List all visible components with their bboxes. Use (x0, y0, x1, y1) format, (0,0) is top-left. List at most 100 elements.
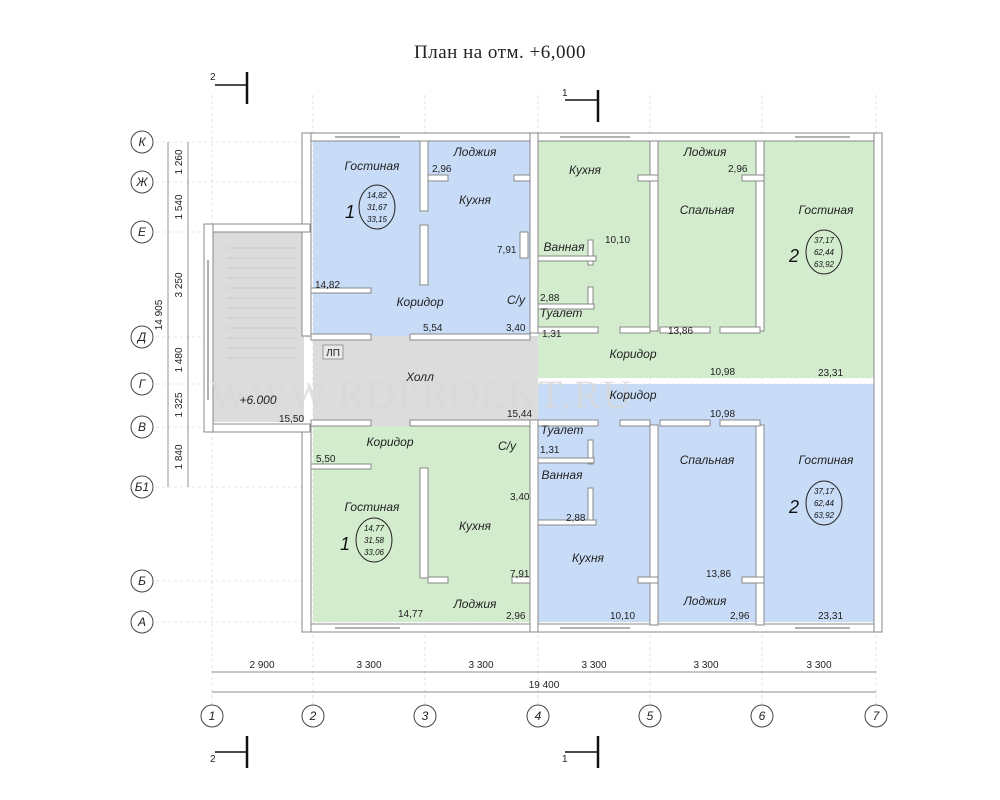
axis-label-d: Д (136, 330, 147, 344)
apt-area-living: 14,82 (367, 191, 388, 200)
hall-fill (313, 336, 538, 426)
label-a1-bot-kitchen: Кухня (459, 519, 492, 533)
axis-label-zh: Ж (135, 175, 148, 189)
left-dimensions: 1 260 1 540 3 250 1 480 1 325 1 840 14 9… (154, 149, 185, 469)
label-a2-bot-kitchen: Кухня (572, 551, 605, 565)
area-a2-top-bedroom: 13,86 (668, 326, 693, 337)
label-a2-top-living: Гостиная (799, 203, 854, 217)
area-a2-top-bath: 2,88 (540, 293, 560, 304)
area-a2-top-loggia: 2,96 (728, 164, 748, 175)
area-a2-bot-bath: 2,88 (566, 513, 586, 524)
apt-number: 2 (788, 497, 799, 517)
apt-area-living: 37,17 (814, 487, 835, 496)
axis-label-e: Е (138, 225, 147, 239)
area-a2-bot-loggia: 2,96 (730, 611, 750, 622)
area-a2-bot-bedroom: 13,86 (706, 569, 731, 580)
apt-area-full: 63,92 (814, 260, 835, 269)
label-a1-bot-wc: С/у (498, 439, 517, 453)
label-a2-top-loggia: Лоджия (683, 145, 727, 159)
dim-left-1: 1 260 (174, 149, 185, 174)
axis-num-3: 3 (422, 709, 429, 723)
dim-left-4: 1 480 (174, 347, 185, 372)
axis-num-7: 7 (873, 709, 881, 723)
label-hall-corridor: Коридор (609, 388, 656, 402)
left-dimension-lines (167, 142, 189, 487)
area-a2-bot-corridor: 10,98 (710, 409, 735, 420)
axis-label-k: К (138, 135, 146, 149)
area-a1-bot-living: 14,77 (398, 609, 423, 620)
apt-number: 1 (340, 534, 350, 554)
dim-bottom-5: 3 300 (693, 660, 718, 671)
label-a2-bot-bath: Ванная (542, 468, 584, 482)
dim-bottom-2: 3 300 (356, 660, 381, 671)
label-a2-top-bedroom: Спальная (680, 203, 735, 217)
area-a1-bot-corridor: 5,50 (316, 454, 336, 465)
area-numbers: 2,96 14,82 5,54 7,91 3,40 2,96 10,10 2,8… (279, 164, 843, 622)
dim-bottom-3: 3 300 (468, 660, 493, 671)
label-a2-bot-bedroom: Спальная (680, 453, 735, 467)
apartment-marker-bot1: 1 14,77 31,58 33,06 (340, 517, 393, 563)
section-mark-top-mid: 1 (562, 88, 568, 99)
lp-box (322, 344, 344, 360)
area-a1-top-corridor: 5,54 (423, 323, 443, 334)
area-a2-bot-living: 23,31 (818, 611, 843, 622)
apt-area-full: 63,92 (814, 511, 835, 520)
label-a1-top-corridor: Коридор (396, 295, 443, 309)
axis-number-labels: 1 2 3 4 5 6 7 (209, 709, 881, 723)
axis-label-a: А (137, 615, 146, 629)
section-marks (215, 72, 600, 768)
label-a2-top-corridor: Коридор (609, 347, 656, 361)
area-a2-top-toilet: 1,31 (542, 329, 562, 340)
axis-letter-bubbles (130, 130, 154, 634)
label-a1-bot-corridor: Коридор (366, 435, 413, 449)
apartment-marker-top2: 2 37,17 62,44 63,92 (788, 229, 843, 275)
label-a1-bot-loggia: Лоджия (453, 597, 497, 611)
dim-left-5: 1 325 (174, 392, 185, 417)
axis-number-bubbles (200, 704, 888, 728)
area-hall: 15,50 (279, 414, 304, 425)
section-mark-top-left: 2 (210, 72, 216, 83)
dim-left-2: 1 540 (174, 194, 185, 219)
area-a2-bot-toilet: 1,31 (540, 445, 560, 456)
area-a1-bot-wc: 3,40 (510, 492, 530, 503)
apartment-marker-bot2: 2 37,17 62,44 63,92 (788, 480, 843, 526)
stair-fill (212, 232, 304, 422)
axis-label-b1: Б1 (135, 480, 149, 494)
label-a2-bot-living: Гостиная (799, 453, 854, 467)
dim-left-total: 14 905 (154, 299, 165, 330)
label-a1-top-kitchen: Кухня (459, 193, 492, 207)
windows (207, 136, 850, 629)
area-a2-top-corridor: 10,98 (710, 367, 735, 378)
axis-num-5: 5 (647, 709, 654, 723)
label-a2-top-kitchen: Кухня (569, 163, 602, 177)
apt-area-total: 62,44 (814, 499, 835, 508)
axis-num-1: 1 (209, 709, 216, 723)
bottom-dimensions: 2 900 3 300 3 300 3 300 3 300 3 300 19 4… (249, 660, 831, 691)
stair-treads (228, 247, 296, 359)
dim-left-6: 1 840 (174, 444, 185, 469)
axis-num-6: 6 (759, 709, 766, 723)
apt-number: 1 (345, 202, 355, 222)
dim-bottom-4: 3 300 (581, 660, 606, 671)
label-hall: Холл (405, 370, 434, 384)
room-labels: Гостиная Лоджия Кухня Коридор С/у Кухня … (345, 145, 854, 611)
area-a1-top-living: 14,82 (315, 280, 340, 291)
apt-area-living: 14,77 (364, 524, 385, 533)
section-mark-bottom-left: 2 (210, 754, 216, 765)
apt-area-total: 62,44 (814, 248, 835, 257)
apt-area-living: 37,17 (814, 236, 835, 245)
area-a1-bot-loggia: 2,96 (506, 611, 526, 622)
apt-area-full: 33,15 (367, 215, 388, 224)
label-a2-top-bath: Ванная (544, 240, 586, 254)
apartment-marker-top1: 1 14,82 31,67 33,15 (345, 184, 396, 230)
label-a2-top-toilet: Туалет (540, 306, 583, 320)
axis-label-v: В (138, 420, 146, 434)
apt-number: 2 (788, 246, 799, 266)
watermark: WWW.RDPROEKT.RU (210, 372, 633, 417)
area-a1-top-wc: 3,40 (506, 323, 526, 334)
label-a1-top-living: Гостиная (345, 159, 400, 173)
label-a1-bot-living: Гостиная (345, 500, 400, 514)
area-a1-top-loggia: 2,96 (432, 164, 452, 175)
bottom-dimension-lines (212, 671, 876, 693)
